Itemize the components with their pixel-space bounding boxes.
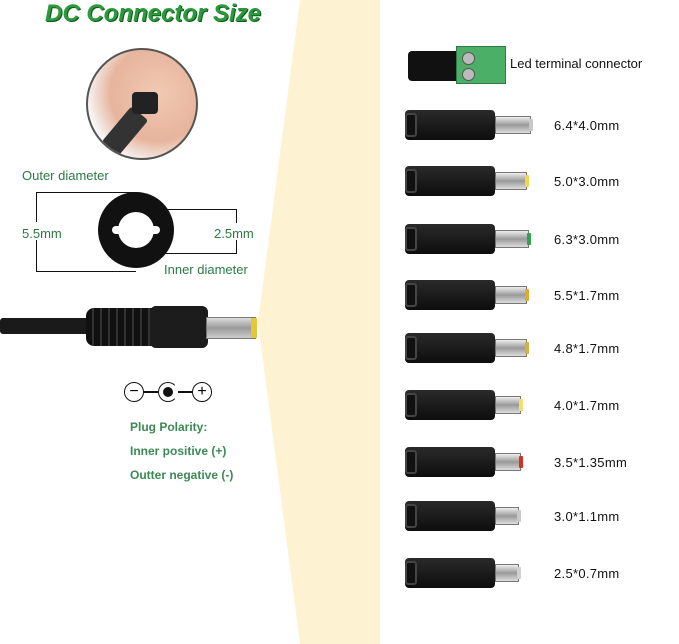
size-label: 6.4*4.0mm [554, 118, 620, 133]
adapter-body [405, 166, 495, 196]
adapter-tip-row: 6.3*3.0mm [405, 218, 679, 258]
center-positive-icon [158, 382, 178, 402]
adapter-pin [495, 564, 521, 582]
adapter-body [405, 390, 495, 420]
size-label: 5.5*1.7mm [554, 288, 620, 303]
terminal-block [456, 46, 506, 84]
polarity-inner: Inner positive (+) [130, 444, 227, 458]
adapter-pin [495, 172, 529, 190]
adapter-pin [495, 507, 521, 525]
adapter-tip-row: 4.8*1.7mm [405, 327, 679, 367]
adapter-body [405, 280, 495, 310]
connector-cross-section [98, 192, 174, 268]
adapter-pin [495, 396, 523, 414]
dc-cable [0, 318, 90, 334]
usage-photo [86, 48, 198, 160]
size-label: 3.5*1.35mm [554, 455, 628, 470]
adapter-body [405, 224, 495, 254]
adapter-body [405, 501, 495, 531]
size-label: 5.0*3.0mm [554, 174, 620, 189]
connector-label: Led terminal connector [510, 56, 643, 71]
size-label: 2.5*0.7mm [554, 566, 620, 581]
adapter-tip-row: 3.0*1.1mm [405, 495, 679, 535]
adapter-body [405, 447, 495, 477]
adapter-pin [495, 286, 529, 304]
adapter-pin [495, 453, 523, 471]
adapter-tip-row: 4.0*1.7mm [405, 384, 679, 424]
size-label: 6.3*3.0mm [554, 232, 620, 247]
adapter-pin [495, 230, 531, 248]
size-label: 3.0*1.1mm [554, 509, 620, 524]
page-title: DC Connector Size [45, 0, 262, 27]
female-dc-jack [408, 51, 460, 81]
adapter-tip-row: 5.0*3.0mm [405, 160, 679, 200]
outer-diameter-label: Outer diameter [22, 168, 109, 183]
adapter-body [405, 333, 495, 363]
size-label: 4.0*1.7mm [554, 398, 620, 413]
adapter-body [405, 110, 495, 140]
adapter-tip-row: 2.5*0.7mm [405, 552, 679, 592]
adapter-tip-row: 3.5*1.35mm [405, 441, 679, 481]
polarity-symbol: − + [124, 382, 212, 402]
inner-diameter-value: 2.5mm [214, 226, 254, 241]
plus-icon: + [192, 382, 212, 402]
inner-diameter-label: Inner diameter [164, 262, 248, 277]
adapter-pin [495, 339, 529, 357]
adapter-tip-row: 6.4*4.0mm [405, 104, 679, 144]
plug-tip [206, 317, 257, 339]
adapter-pin [495, 116, 533, 134]
polarity-heading: Plug Polarity: [130, 420, 208, 434]
polarity-outer: Outter negative (-) [130, 468, 234, 482]
adapter-tip-row: 5.5*1.7mm [405, 274, 679, 314]
size-label: 4.8*1.7mm [554, 341, 620, 356]
adapter-body [405, 558, 495, 588]
minus-icon: − [124, 382, 144, 402]
outer-diameter-value: 5.5mm [22, 226, 62, 241]
